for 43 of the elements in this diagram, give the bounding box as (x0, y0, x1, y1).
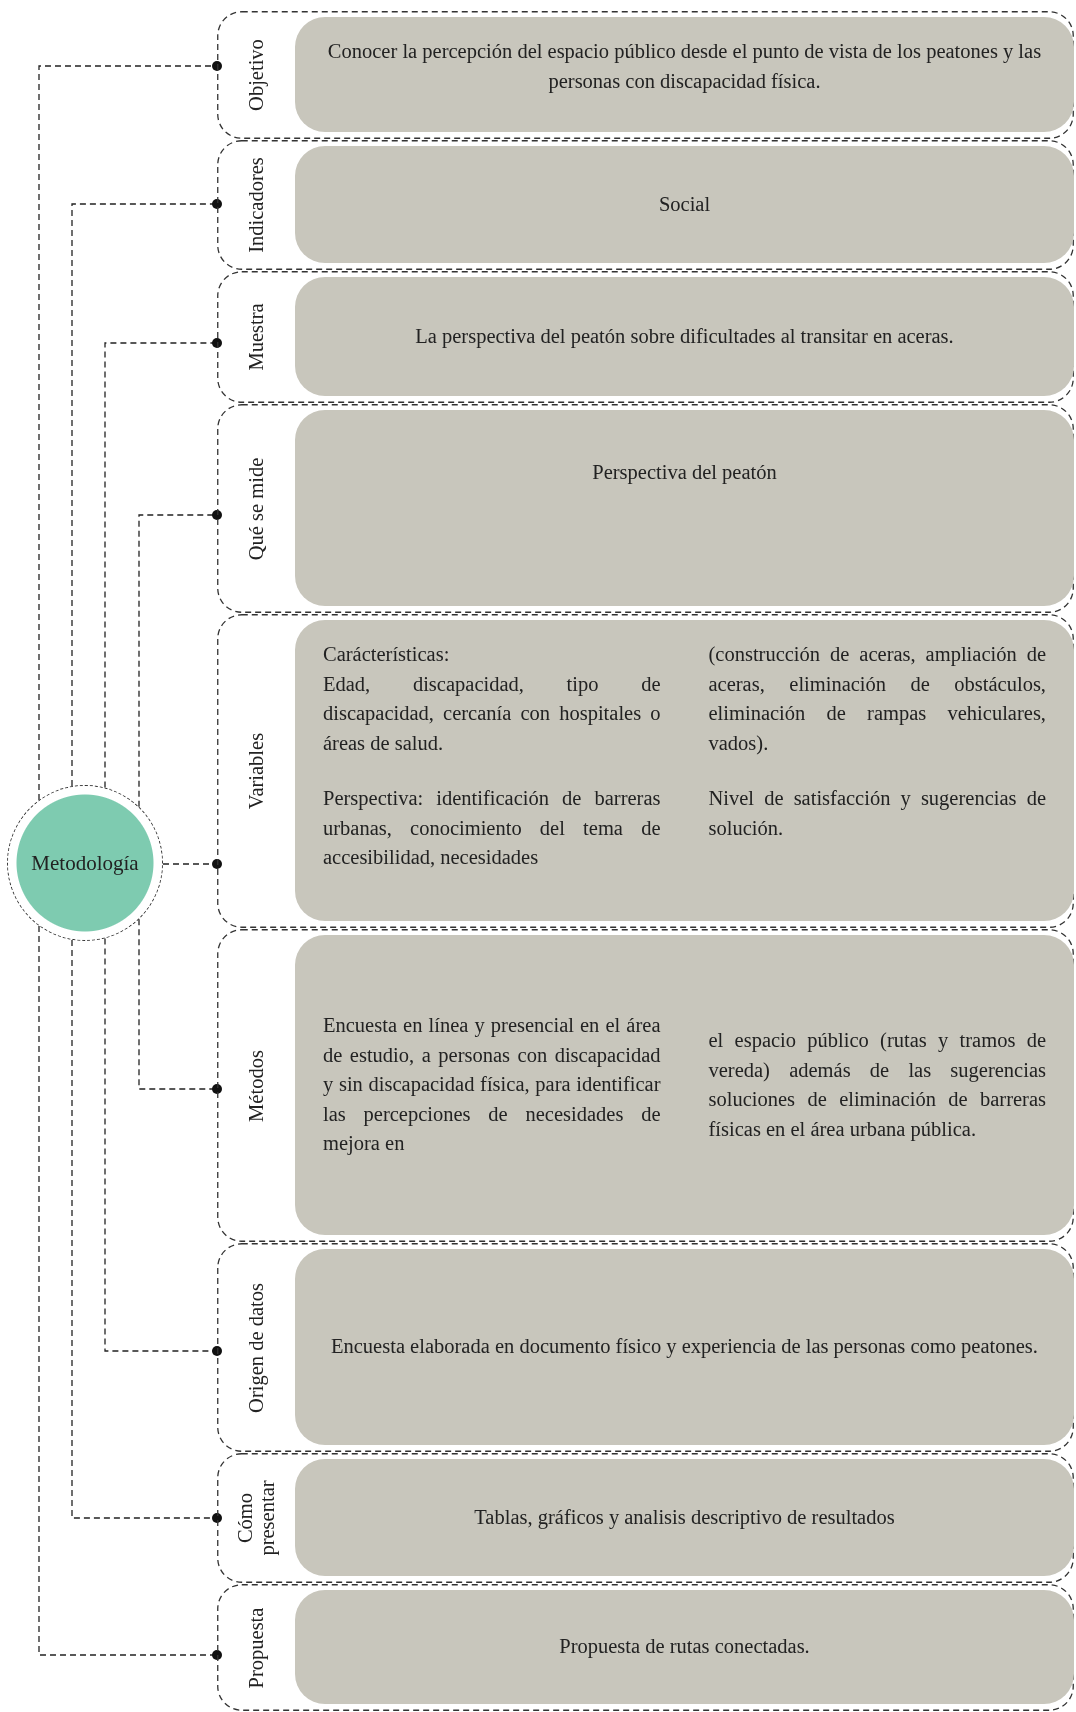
row-label: Indicadores (245, 156, 267, 255)
panel-text: (construcción de aceras, ampliación de aceras, eliminación de obstáculos, eliminación de rampas vehiculares, vados). (708, 642, 1046, 757)
panel-text: Perspectiva: identificación de barreras urbanas, conocimiento del tema de accesibilidad, necesidades (323, 786, 661, 870)
panel-text: La perspectiva del peatón sobre dificultades al transitar en aceras. (414, 323, 955, 350)
dashed-connector (138, 918, 222, 1094)
dashed-row-frame (217, 140, 1074, 270)
dashed-connector (162, 859, 222, 869)
panel-text: Encuesta en línea y presencial en el área de estudio, a personas con discapacidad y sin discapacidad física, para identificar las percepciones de necesidades de mejora en (323, 1013, 661, 1157)
panel-text: Carácterísticas: (323, 642, 451, 667)
panel-text: Tablas, gráficos y analisis descriptivo de resultados (473, 1504, 896, 1531)
row-label: Qué se mide (245, 457, 267, 560)
text-panel (295, 1459, 1074, 1576)
text-panel (295, 1590, 1074, 1704)
panel-text: Nivel de satisfacción y sugerencias de solución. (708, 786, 1046, 841)
dashed-row-frame (217, 11, 1074, 139)
panel-text: Perspectiva del peatón (591, 460, 778, 486)
dashed-connector (38, 925, 222, 1660)
row-label: Origen de datos (245, 1282, 267, 1413)
panel-text: Conocer la percepción del espacio público desde el punto de vista de los peatones y las personas con discapacidad física. (326, 39, 1043, 95)
text-panel (295, 17, 1074, 132)
row-label: Muestra (245, 302, 267, 373)
panel-text: Propuesta de rutas conectadas. (558, 1634, 811, 1660)
dashed-row-frame (217, 1584, 1074, 1711)
panel-text: el espacio público (rutas y tramos de vereda) además de las sugerencias soluciones de eliminación de barreras físicas en el área urbana pública. (708, 1028, 1046, 1143)
panel-text: Encuesta elaborada en documento físico y experiencia de las personas como peatones. (330, 1334, 1039, 1360)
dashed-connector (104, 937, 222, 1356)
dashed-connector (71, 939, 222, 1523)
row-label: Objetivo (245, 38, 267, 113)
text-panel (295, 277, 1074, 396)
dashed-connector (71, 199, 222, 787)
row-label: Propuesta (245, 1606, 267, 1690)
text-panel (295, 146, 1074, 263)
dashed-connector (138, 510, 222, 808)
dashed-connector (104, 338, 222, 789)
row-label: Métodos (245, 1049, 267, 1122)
panel-text: Social (657, 191, 712, 217)
dashed-connector (38, 61, 222, 801)
row-label: Cómo presentar (234, 1479, 278, 1558)
panel-text: Edad, discapacidad, tipo de discapacidad, cercanía con hospitales o áreas de salud. (323, 671, 661, 756)
dashed-row-frame (217, 1453, 1074, 1583)
row-label: Variables (245, 732, 267, 810)
circle-label: Metodología (31, 850, 139, 876)
dashed-row-frame (217, 271, 1074, 403)
